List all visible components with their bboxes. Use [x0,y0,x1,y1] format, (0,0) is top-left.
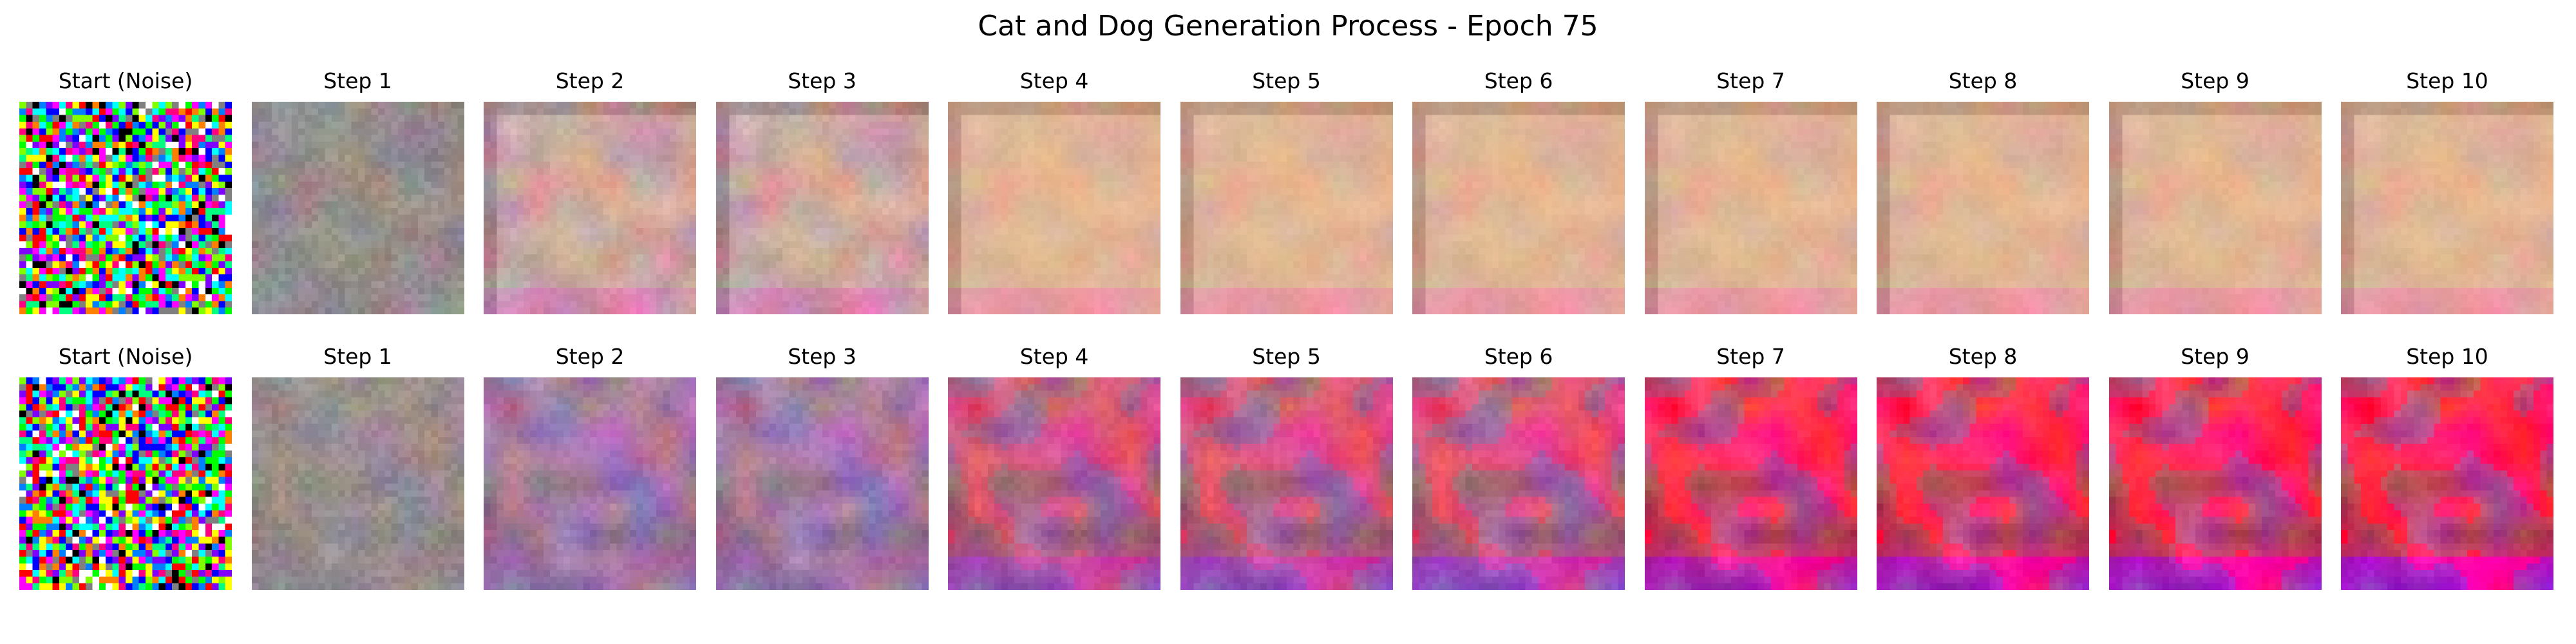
generation-panel: Step 10 [2341,344,2553,590]
panel-title: Step 7 [1716,344,1785,369]
generation-panel: Step 2 [484,68,696,314]
generation-panel: Step 6 [1412,344,1625,590]
generation-panel: Step 7 [1644,68,1857,314]
red-blue-blur-image [2341,377,2553,590]
pinkish-blur-image [484,102,696,314]
grey-blurred-noise-image [251,102,464,314]
panel-title: Step 4 [1019,344,1089,369]
panel-title: Step 6 [1484,344,1553,369]
panel-title: Step 1 [323,344,392,369]
figure-title: Cat and Dog Generation Process - Epoch 7… [978,10,1598,43]
generation-panel: Step 6 [1412,68,1625,314]
generation-panel: Step 8 [1877,68,2089,314]
generation-panel: Step 4 [948,68,1160,314]
peach-blur-image [2108,102,2322,314]
panel-title: Step 8 [1948,344,2018,369]
panel-title: Step 3 [788,344,857,369]
panel-title: Step 8 [1948,68,2018,93]
panel-title: Step 1 [323,68,392,93]
generation-panel: Step 3 [715,68,929,314]
generation-panel: Step 7 [1644,344,1857,590]
peach-blur-image [1877,102,2089,314]
panel-title: Step 2 [555,68,625,93]
panel-title: Start (Noise) [58,68,193,93]
red-blue-blur-image [1644,377,1857,590]
panel-title: Step 4 [1019,68,1089,93]
generation-panel: Step 4 [948,344,1160,590]
panel-title: Start (Noise) [58,344,193,369]
purple-blur-image [715,377,929,590]
generation-panel: Step 2 [484,344,696,590]
panel-title: Step 5 [1252,68,1321,93]
peach-blur-image [2341,102,2553,314]
peach-blur-image [1412,102,1625,314]
panel-title: Step 7 [1716,68,1785,93]
generation-panel: Step 1 [251,68,464,314]
pinkish-blur-image [715,102,929,314]
generation-panel: Step 3 [715,344,929,590]
panel-title: Step 9 [2181,344,2249,369]
generation-panel: Start (Noise) [19,68,232,314]
panel-title: Step 9 [2181,68,2249,93]
generation-panel: Step 10 [2341,68,2553,314]
panel-title: Step 3 [788,68,857,93]
random-noise-image [19,377,232,590]
generation-panel: Step 8 [1877,344,2089,590]
generation-panel: Start (Noise) [19,344,232,590]
generation-panel: Step 5 [1180,344,1393,590]
panel-title: Step 5 [1252,344,1321,369]
random-noise-image [19,102,232,314]
panel-title: Step 6 [1484,68,1553,93]
generation-panel: Step 9 [2108,68,2322,314]
purple-red-blur-image [948,377,1160,590]
panel-title: Step 2 [555,344,625,369]
generation-panel: Step 1 [251,344,464,590]
generation-panel: Step 9 [2108,344,2322,590]
purple-blur-image [484,377,696,590]
peach-blur-image [948,102,1160,314]
peach-blur-image [1644,102,1857,314]
generation-panel: Step 5 [1180,68,1393,314]
peach-blur-image [1180,102,1393,314]
grey-blurred-noise-image [251,377,464,590]
panel-title: Step 10 [2406,344,2488,369]
purple-red-blur-image [1412,377,1625,590]
red-blue-blur-image [2108,377,2322,590]
red-blue-blur-image [1877,377,2089,590]
panel-title: Step 10 [2406,68,2488,93]
purple-red-blur-image [1180,377,1393,590]
